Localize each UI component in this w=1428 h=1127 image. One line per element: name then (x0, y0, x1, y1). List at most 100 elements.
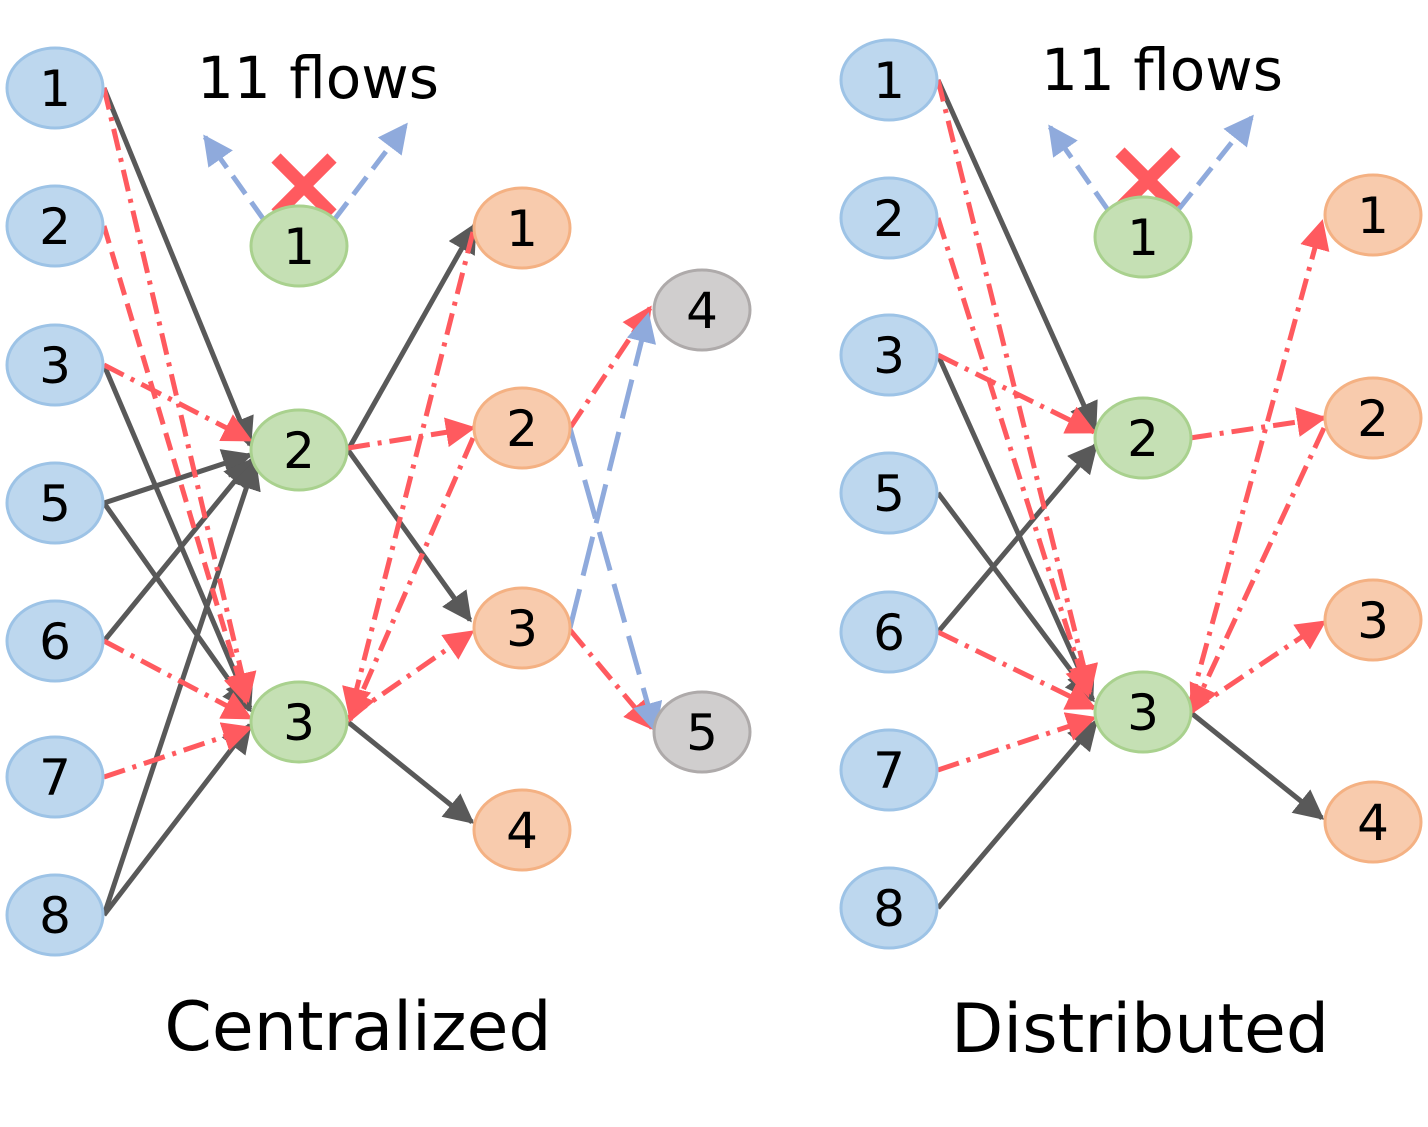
node-label: 3 (1127, 684, 1159, 742)
source-node: 2 (5, 184, 105, 268)
source-node: 8 (839, 866, 939, 950)
centralized-edges (101, 87, 663, 917)
node-label: 4 (1357, 794, 1389, 852)
node-label: 2 (873, 190, 905, 248)
source-node: 7 (839, 728, 939, 812)
node-label: 1 (39, 60, 71, 118)
node-label: 3 (283, 694, 315, 752)
source-node: 7 (5, 735, 105, 819)
panel-caption: Distributed (951, 990, 1329, 1069)
centralized-cross (271, 153, 337, 219)
dest-node: 1 (1323, 173, 1423, 257)
node-label: 8 (873, 880, 905, 938)
centralized-extra-nodes: 4 5 (652, 268, 752, 774)
edge-red-src7-mid3 (937, 712, 1097, 773)
middle-node: 3 (1093, 670, 1193, 754)
edge-src6-mid2 (102, 457, 254, 643)
panel-distributed: 1 2 3 5 6 7 8 (839, 36, 1423, 1069)
node-label: 2 (283, 422, 315, 480)
edge-red-dst2-mid3 (347, 437, 476, 723)
node-label: 5 (686, 704, 718, 762)
node-label: 5 (39, 475, 71, 533)
dest-node: 4 (1323, 780, 1423, 864)
failed-node: 1 (1093, 195, 1193, 279)
failed-node: 1 (249, 204, 349, 288)
middle-node: 2 (249, 408, 349, 492)
distributed-source-nodes: 1 2 3 5 6 7 8 (839, 38, 939, 950)
node-label: 8 (39, 887, 71, 945)
edge-red-src6-mid3 (936, 629, 1097, 711)
edge-src1-mid2 (101, 87, 254, 448)
edge-red-mid3-dst3 (1188, 619, 1327, 715)
edge-src6-mid2 (936, 442, 1098, 634)
edge-red-src1-mid3 (935, 79, 1099, 695)
source-node: 6 (839, 590, 939, 674)
node-label: 5 (873, 465, 905, 523)
source-node: 1 (5, 46, 105, 130)
source-node: 3 (5, 323, 105, 407)
cross-mark (271, 153, 337, 219)
edge-red-src2-mid3 (101, 225, 253, 705)
edge-red-src1-mid3 (101, 87, 257, 703)
edge-mid3-dst4 (346, 720, 475, 824)
source-node: 6 (5, 599, 105, 683)
edge-src1-mid2 (935, 78, 1098, 433)
edge-red-mid2-dst2 (347, 417, 476, 451)
node-label: 6 (873, 604, 905, 662)
extra-node: 4 (652, 268, 752, 352)
centralized-middle-nodes: 1 2 3 (249, 204, 349, 764)
node-label: 3 (506, 600, 538, 658)
edge-red-src3-mid2 (102, 362, 253, 443)
node-label: 3 (39, 337, 71, 395)
dest-node: 1 (472, 186, 572, 270)
edge-failed-left (202, 134, 267, 222)
node-label: 3 (1357, 592, 1389, 650)
extra-node: 5 (652, 690, 752, 774)
source-node: 2 (839, 176, 939, 260)
dest-node: 2 (472, 386, 572, 470)
node-label: 2 (39, 198, 71, 256)
edge-mid2-dst1 (345, 222, 478, 452)
edge-mid3-dst4 (1188, 710, 1325, 820)
source-node: 5 (5, 461, 105, 545)
edge-failed-right (1176, 114, 1254, 212)
source-node: 5 (839, 451, 939, 535)
edge-red-src6-mid3 (102, 638, 253, 721)
edge-red-dst3-ext5 (568, 628, 654, 731)
node-label: 1 (1127, 209, 1159, 267)
edge-red-src2-mid3 (935, 217, 1095, 698)
node-label: 1 (873, 52, 905, 110)
source-node: 8 (5, 873, 105, 957)
edge-red-src7-mid3 (103, 722, 253, 780)
edge-src8-mid3 (936, 719, 1098, 910)
flows-label: 11 flows (1041, 36, 1283, 104)
dest-node: 3 (472, 586, 572, 670)
distributed-dest-nodes: 1 2 3 4 (1323, 173, 1423, 864)
middle-node: 2 (1093, 396, 1193, 480)
panel-centralized: 1 2 3 5 6 7 8 (5, 44, 752, 1067)
source-node: 3 (839, 313, 939, 397)
source-node: 1 (839, 38, 939, 122)
node-label: 1 (283, 218, 315, 276)
edge-failed-left (1047, 124, 1111, 212)
node-label: 2 (506, 400, 538, 458)
node-label: 1 (1357, 187, 1389, 245)
flows-label: 11 flows (197, 44, 439, 112)
edge-src8-mid2 (101, 459, 261, 916)
edge-src3-mid3 (101, 364, 254, 711)
edge-blue-dst2-ext5 (567, 427, 663, 733)
node-label: 7 (873, 742, 905, 800)
panel-caption: Centralized (164, 988, 551, 1067)
node-label: 4 (686, 282, 718, 340)
edge-mid2-dst3 (345, 448, 473, 623)
middle-node: 3 (249, 680, 349, 764)
node-label: 7 (39, 749, 71, 807)
dest-node: 4 (472, 788, 572, 872)
edge-src8-mid3 (102, 722, 252, 917)
dest-node: 3 (1323, 578, 1423, 662)
distributed-middle-nodes: 1 2 3 (1093, 195, 1193, 754)
node-label: 1 (506, 200, 538, 258)
centralized-source-nodes: 1 2 3 5 6 7 8 (5, 46, 105, 957)
centralized-dest-nodes: 1 2 3 4 (472, 186, 572, 872)
